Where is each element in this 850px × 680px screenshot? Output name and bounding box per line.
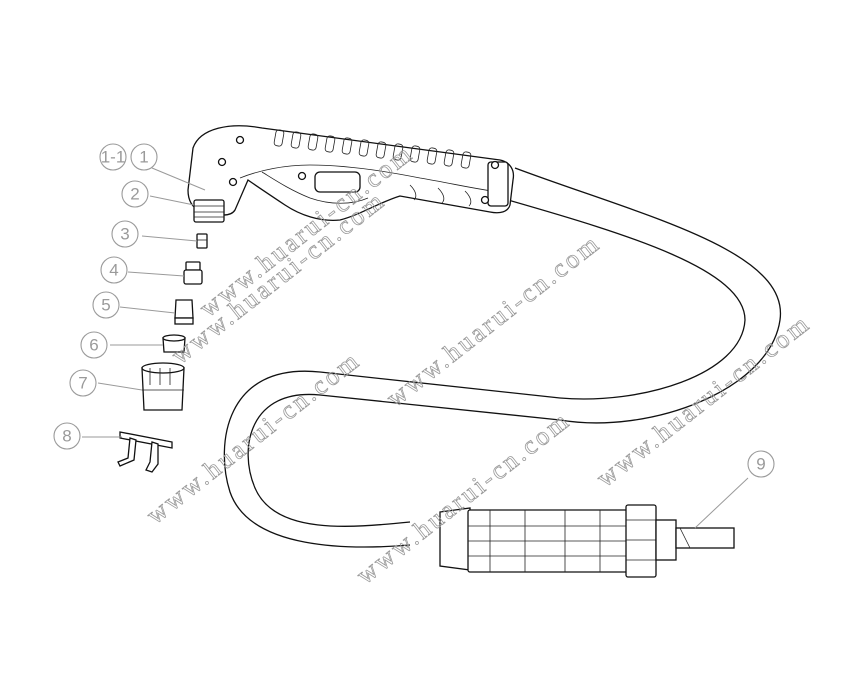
- callout-7: [69, 369, 97, 397]
- torch-hose: [223, 167, 781, 548]
- callout-1-label: 1: [139, 148, 148, 167]
- part-8-standoff-guide: [117, 431, 173, 473]
- callout-9: [747, 450, 775, 478]
- callouts: 1-1 1 2 3 4 5 6 7 8 9: [53, 143, 775, 529]
- torch-handle: [187, 125, 515, 221]
- callout-7-label: 7: [78, 374, 87, 393]
- callout-5-label: 5: [101, 296, 110, 315]
- callout-5: [92, 291, 120, 319]
- callout-3: [111, 220, 139, 248]
- callout-8-label: 8: [62, 427, 71, 446]
- callout-6-label: 6: [89, 336, 98, 355]
- callout-9-label: 9: [756, 455, 765, 474]
- callout-1: [130, 143, 158, 171]
- part-4-swirl-ring: [183, 261, 203, 285]
- part-2-shield-cup-adapter: [193, 199, 225, 223]
- watermark-text: www.huarui-cn.com: [381, 228, 606, 413]
- callout-3-label: 3: [120, 225, 129, 244]
- watermark-text: www.huarui-cn.com: [591, 308, 816, 493]
- callout-4: [100, 256, 128, 284]
- part-5-nozzle: [174, 299, 194, 325]
- part-9-connector: [439, 504, 735, 578]
- part-3-electrode: [196, 233, 208, 249]
- callout-1-1: [99, 143, 127, 171]
- callout-6: [80, 331, 108, 359]
- callout-1-1-label: 1-1: [101, 148, 126, 167]
- part-7-shield-cup: [141, 362, 185, 411]
- part-6-retaining-cap: [162, 334, 186, 353]
- grip-slots: [273, 129, 472, 169]
- callout-2-label: 2: [130, 185, 139, 204]
- callout-8: [53, 422, 81, 450]
- callout-2: [121, 180, 149, 208]
- callout-4-label: 4: [109, 261, 118, 280]
